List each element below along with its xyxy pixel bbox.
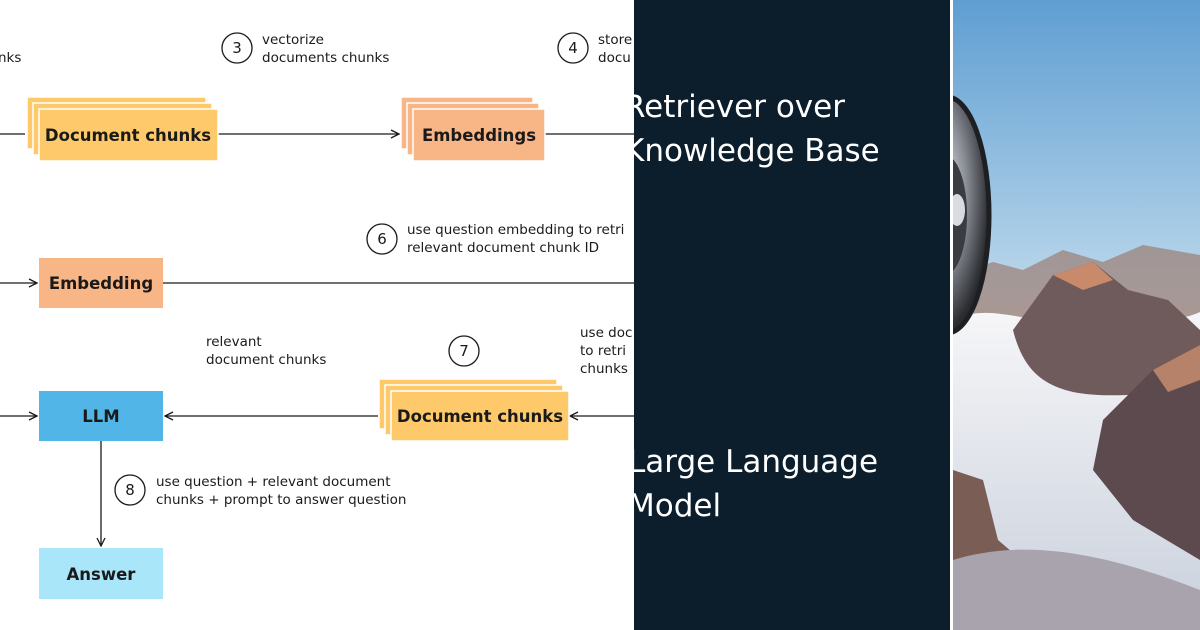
step-4-annotation: 4 store docu [557, 32, 632, 66]
step-7-text-line1: use doc [580, 325, 632, 341]
step-4-text-line1: store [598, 32, 632, 48]
slide-line-model: Model [634, 488, 722, 524]
step-6-circle [366, 223, 398, 255]
embedding-label: Embedding [49, 274, 153, 293]
slide-panel: Retriever over Knowledge Base Large Lang… [634, 0, 950, 630]
step-3-circle [221, 32, 253, 64]
step-7-text-line2: to retri [580, 343, 626, 359]
step-4-number: 4 [568, 39, 578, 57]
step-4-text-line2: docu [598, 50, 631, 66]
embedding-box: Embedding [39, 258, 163, 308]
step-7-number: 7 [459, 342, 469, 360]
slide-line-large-language: Large Language [634, 444, 879, 480]
answer-label: Answer [67, 565, 137, 584]
embeddings-box: Embeddings [400, 96, 546, 162]
step-3-number: 3 [232, 39, 242, 57]
mountain-photo [953, 0, 1200, 630]
panel-divider [950, 0, 953, 630]
step-6-annotation: 6 use question embedding to retri releva… [366, 222, 624, 256]
step-8-annotation: 8 use question + relevant document chunk… [114, 474, 406, 508]
step-8-number: 8 [125, 481, 135, 499]
document-chunks-top-label: Document chunks [45, 126, 211, 145]
cropped-step-label: nks [0, 50, 21, 66]
embeddings-label: Embeddings [422, 126, 536, 145]
answer-box: Answer [39, 548, 163, 599]
step-3-text-line2: documents chunks [262, 50, 389, 66]
relevant-chunks-line2: document chunks [206, 352, 326, 368]
step-3-annotation: 3 vectorize documents chunks [221, 32, 389, 66]
document-chunks-bottom-box: Document chunks [378, 378, 570, 442]
llm-label: LLM [82, 407, 119, 426]
llm-box: LLM [39, 391, 163, 441]
rag-pipeline-diagram: nks 3 vectorize documents chunks 4 store… [0, 32, 634, 599]
step-7-circle [448, 335, 480, 367]
diagram-canvas: nks 3 vectorize documents chunks 4 store… [0, 32, 634, 599]
step-6-text-line1: use question embedding to retri [407, 222, 624, 238]
step-6-number: 6 [377, 230, 387, 248]
step-6-text-line2: relevant document chunk ID [407, 240, 599, 256]
step-7-text-line3: chunks [580, 361, 628, 377]
step-8-circle [114, 474, 146, 506]
step-3-text-line1: vectorize [262, 32, 324, 48]
step-7-annotation: 7 use doc to retri chunks [448, 325, 632, 377]
step-4-circle [557, 32, 589, 64]
document-chunks-top-box: Document chunks [26, 96, 219, 162]
document-chunks-bottom-label: Document chunks [397, 407, 563, 426]
relevant-chunks-line1: relevant [206, 334, 262, 350]
slide-line-knowledge-base: Knowledge Base [634, 133, 880, 169]
step-8-text-line2: chunks + prompt to answer question [156, 492, 406, 508]
mountain-photo-illustration [953, 0, 1200, 630]
slide-line-retriever: Retriever over [634, 89, 845, 125]
step-8-text-line1: use question + relevant document [156, 474, 391, 490]
